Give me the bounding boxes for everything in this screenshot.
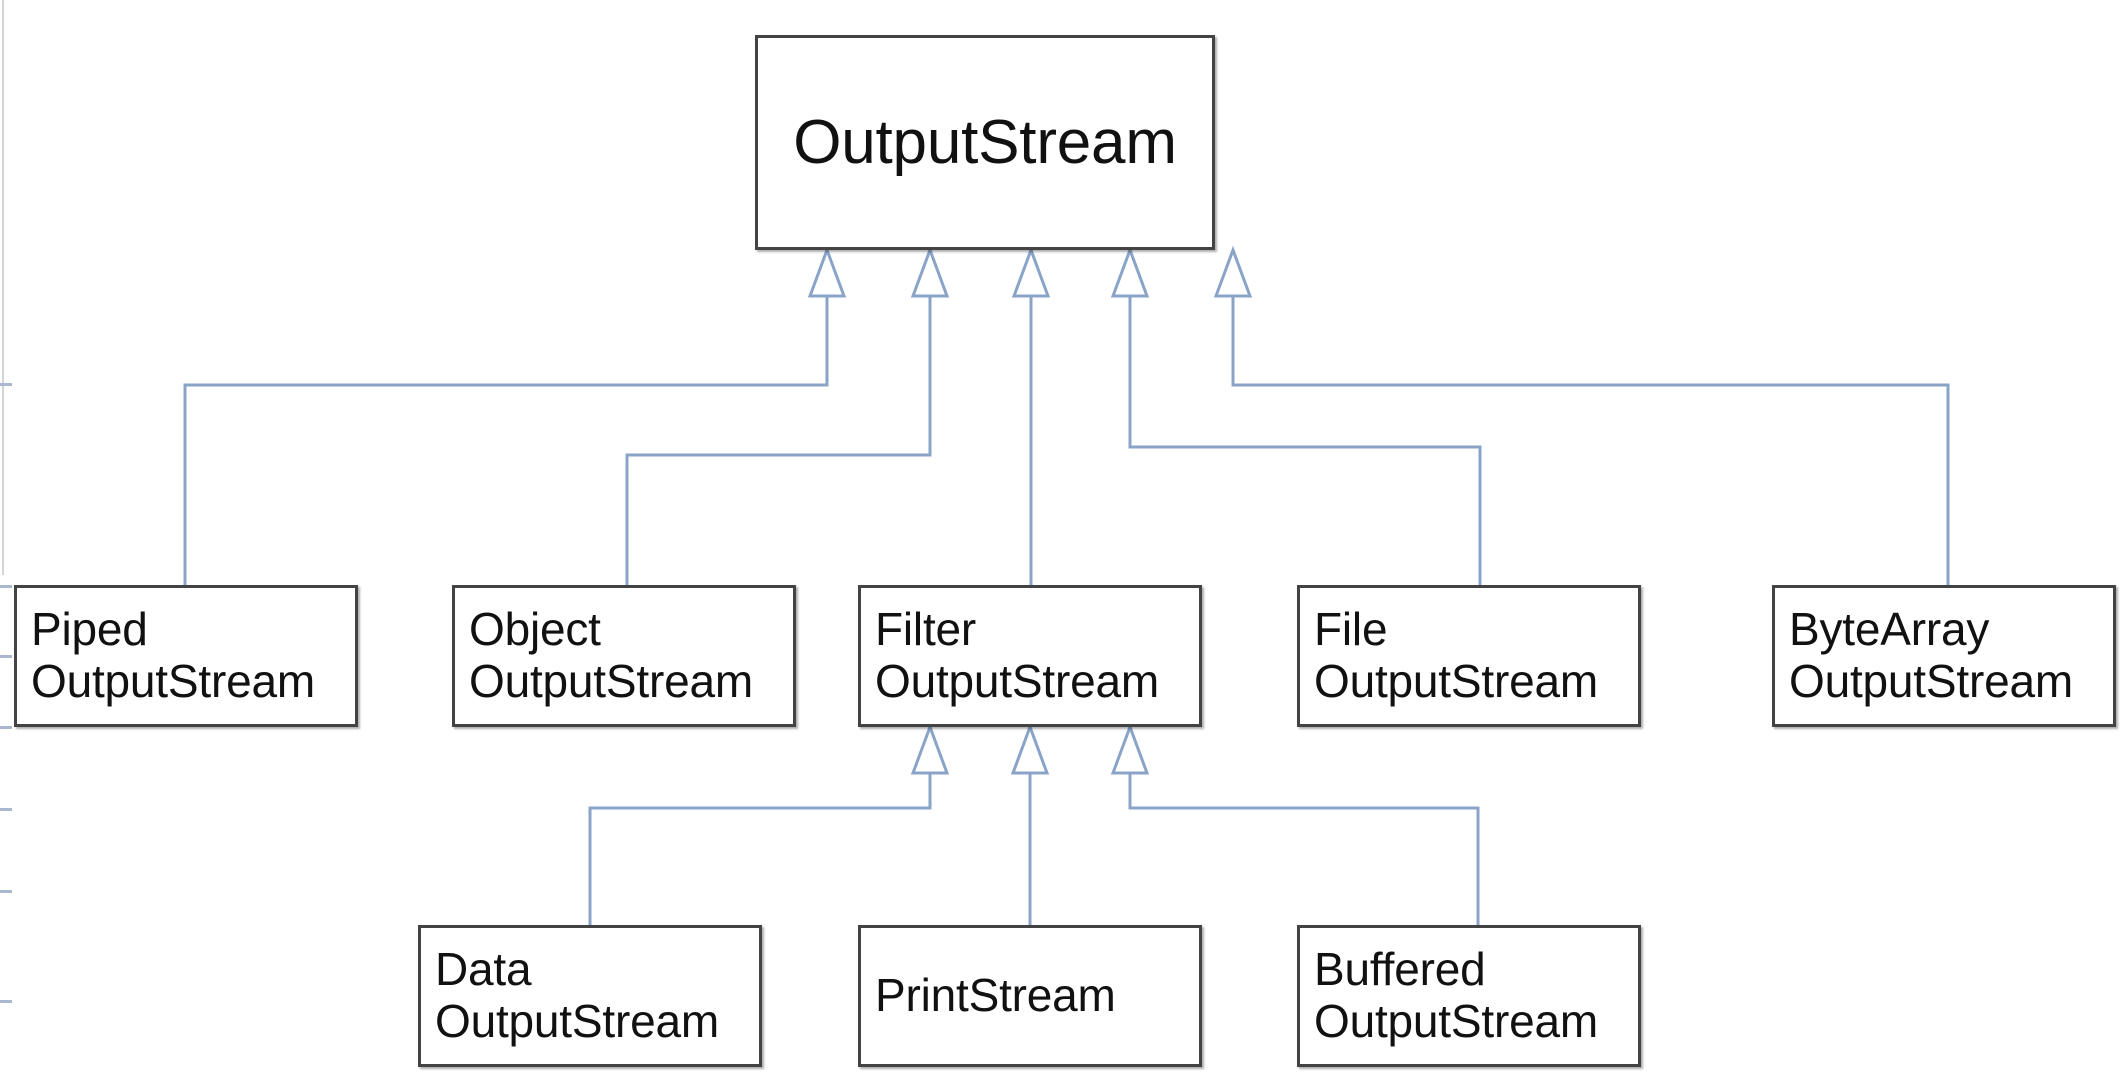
class-name-label: Data OutputStream — [435, 943, 719, 1047]
canvas-edge-tick — [0, 1000, 12, 1003]
class-box-output-stream[interactable]: OutputStream — [755, 35, 1215, 250]
class-box-buffered-output-stream[interactable]: Buffered OutputStream — [1297, 925, 1641, 1067]
class-box-file-output-stream[interactable]: File OutputStream — [1297, 585, 1641, 727]
canvas-edge-tick — [0, 655, 12, 658]
inheritance-arrowhead — [1011, 245, 1051, 298]
class-box-filter-output-stream[interactable]: Filter OutputStream — [858, 585, 1202, 727]
connector-edge-buffered — [1110, 722, 1480, 925]
inheritance-arrowhead — [1110, 245, 1150, 298]
connector-edge-object — [625, 245, 950, 585]
connector-edge-file — [1110, 245, 1482, 585]
inheritance-arrowhead — [1110, 722, 1150, 775]
class-name-label: PrintStream — [875, 969, 1116, 1022]
canvas-edge-rule — [2, 0, 4, 575]
class-name-label: ByteArray OutputStream — [1789, 603, 2073, 707]
inheritance-arrowhead — [910, 245, 950, 298]
canvas-edge-tick — [0, 585, 12, 588]
connector-edge-piped — [183, 245, 847, 585]
class-name-label: OutputStream — [793, 107, 1177, 177]
inheritance-arrowhead — [807, 245, 847, 298]
canvas-edge-tick — [0, 808, 12, 811]
class-box-data-output-stream[interactable]: Data OutputStream — [418, 925, 762, 1067]
class-name-label: Filter OutputStream — [875, 603, 1159, 707]
inheritance-arrowhead — [910, 722, 950, 775]
canvas-edge-tick — [0, 726, 12, 729]
inheritance-arrowhead — [1213, 245, 1253, 298]
class-name-label: File OutputStream — [1314, 603, 1598, 707]
inheritance-arrowhead — [1010, 722, 1050, 775]
canvas-edge-tick — [0, 383, 12, 386]
connector-edge-bytearray — [1213, 245, 1950, 585]
canvas-edge-tick — [0, 890, 12, 893]
class-name-label: Object OutputStream — [469, 603, 753, 707]
connector-edge-print — [1010, 722, 1050, 925]
class-name-label: Buffered OutputStream — [1314, 943, 1598, 1047]
connector-edge-filter — [1011, 245, 1051, 585]
class-box-print-stream[interactable]: PrintStream — [858, 925, 1202, 1067]
class-name-label: Piped OutputStream — [31, 603, 315, 707]
class-box-object-output-stream[interactable]: Object OutputStream — [452, 585, 796, 727]
connector-edge-data — [588, 722, 950, 925]
class-box-piped-output-stream[interactable]: Piped OutputStream — [14, 585, 358, 727]
class-box-bytearray-output-stream[interactable]: ByteArray OutputStream — [1772, 585, 2116, 727]
